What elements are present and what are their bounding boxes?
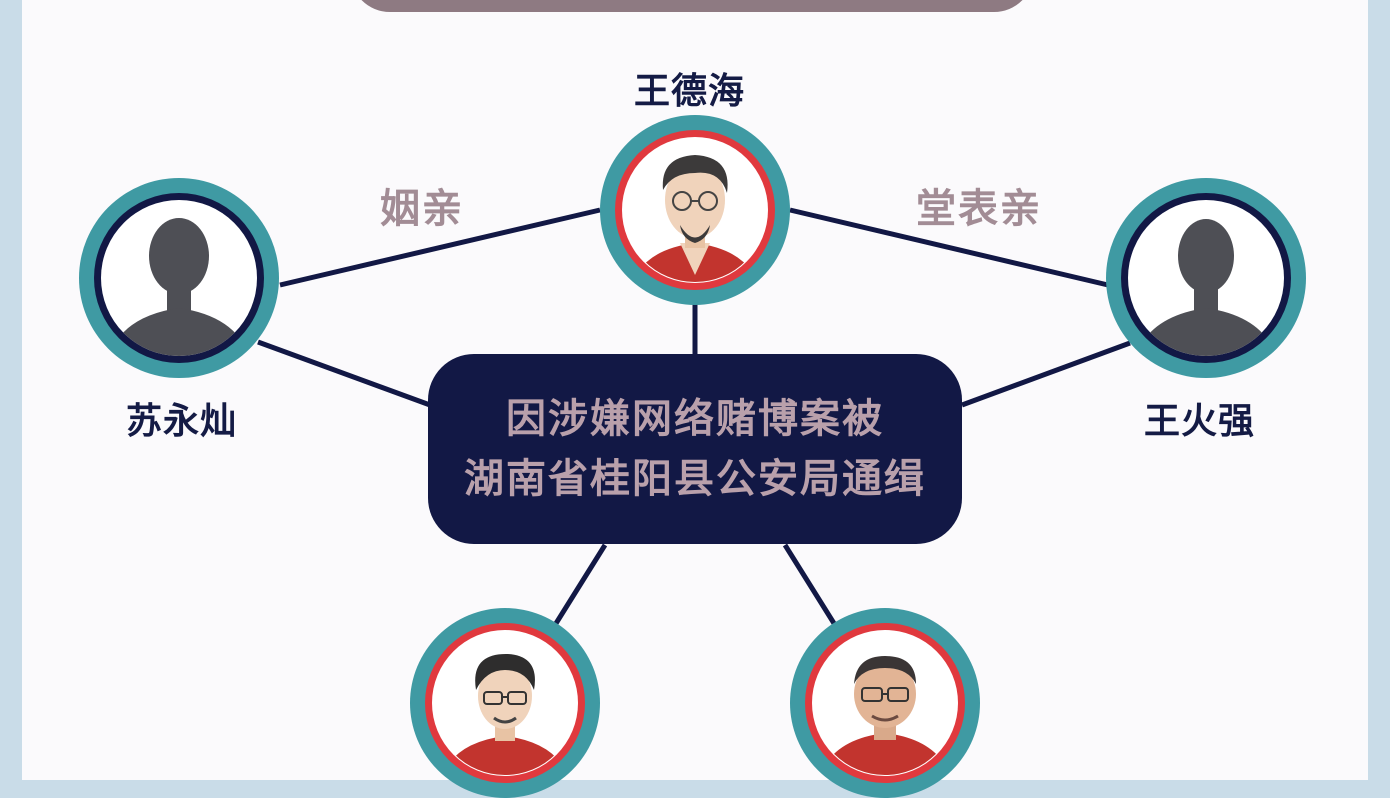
link-left-center: [257, 339, 431, 408]
relation-label-left: 姻亲: [380, 186, 464, 232]
link-right-center: [961, 340, 1131, 408]
avatar-top: [600, 115, 790, 305]
name-top: 王德海: [634, 71, 746, 112]
center-line-2: 湖南省桂阳县公安局通缉: [464, 456, 926, 502]
avatar-left-silhouette: [79, 178, 279, 378]
name-left: 苏永灿: [126, 401, 238, 442]
avatar-bottom-right: [790, 608, 980, 798]
center-case-box: 因涉嫌网络赌博案被 湖南省桂阳县公安局通缉: [428, 354, 962, 544]
link-center-bottom-right: [782, 543, 838, 627]
connection-lines: [257, 207, 1131, 627]
relation-label-right: 堂表亲: [916, 186, 1042, 232]
header-banner: [350, 0, 1034, 12]
name-right: 王火强: [1144, 401, 1256, 442]
link-center-bottom-left: [552, 543, 608, 627]
center-line-1: 因涉嫌网络赌博案被: [506, 396, 884, 442]
link-top-right: [789, 207, 1109, 288]
avatar-right-silhouette: [1106, 178, 1306, 378]
link-left-top: [279, 207, 601, 288]
avatar-bottom-left: [410, 608, 600, 798]
